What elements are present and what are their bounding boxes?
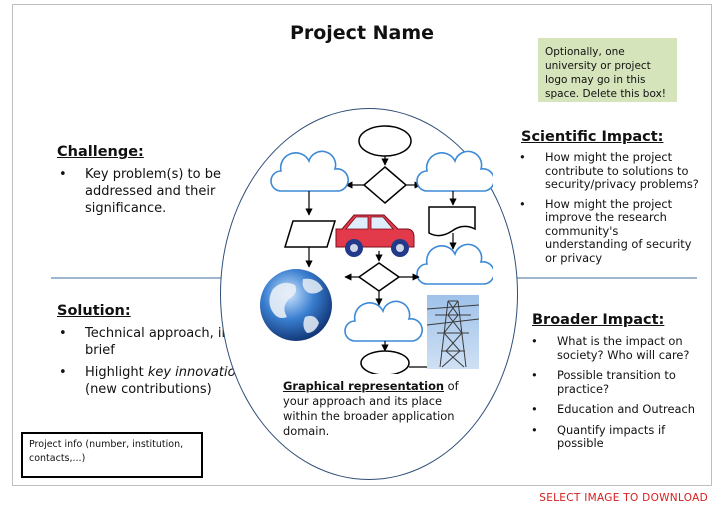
list-item: Technical approach, in brief — [59, 325, 259, 359]
project-info-box: Project info (number, institution, conta… — [21, 432, 203, 478]
solution-item-text: Highlight — [85, 365, 148, 380]
list-item: Possible transition to practice? — [531, 368, 703, 396]
globe-icon — [260, 269, 332, 341]
graphic-caption: Graphical representation of your approac… — [283, 379, 478, 439]
cloud-icon — [416, 150, 493, 192]
cloud-icon — [270, 150, 349, 192]
decision-diamond — [357, 262, 401, 292]
solution-heading: Solution: — [57, 303, 131, 319]
scientific-impact-heading: Scientific Impact: — [521, 129, 664, 145]
divider-left — [51, 277, 261, 279]
solution-item-emphasis: key innovations — [147, 365, 251, 380]
challenge-heading: Challenge: — [57, 144, 144, 160]
page-title: Project Name — [289, 22, 435, 44]
list-item: How might the project contribute to solu… — [519, 150, 699, 192]
list-item: Highlight key innovations (new contribut… — [59, 364, 259, 398]
power-tower-image — [426, 295, 480, 369]
data-parallelogram — [283, 220, 337, 248]
solution-item-text: (new contributions) — [85, 382, 212, 397]
challenge-list: Key problem(s) to be addressed and their… — [59, 166, 234, 217]
start-node — [358, 125, 412, 157]
caption-lead: Graphical representation — [283, 379, 444, 393]
list-item: Quantify impacts if possible — [531, 423, 703, 451]
decision-diamond — [362, 166, 408, 204]
document-shape — [428, 206, 476, 237]
select-image-download-link[interactable]: SELECT IMAGE TO DOWNLOAD — [539, 492, 708, 504]
cloud-icon — [416, 243, 493, 285]
solution-list: Technical approach, in brief Highlight k… — [59, 325, 259, 398]
car-icon — [335, 214, 415, 257]
end-node — [360, 350, 410, 374]
list-item: How might the project improve the resear… — [519, 197, 699, 266]
caption-rest: of your approach and its place within th… — [283, 379, 459, 438]
cloud-icon — [344, 300, 423, 342]
list-item: Education and Outreach — [531, 402, 703, 417]
approach-diagram — [260, 125, 493, 374]
poster-slide: Project Name Optionally, one university … — [12, 4, 712, 486]
divider-right — [513, 277, 697, 279]
broader-impact-list: What is the impact on society? Who will … — [531, 334, 703, 458]
list-item: Key problem(s) to be addressed and their… — [59, 166, 234, 217]
list-item: What is the impact on society? Who will … — [531, 334, 703, 362]
logo-placeholder-note: Optionally, one university or project lo… — [538, 38, 677, 102]
solution-item-text: Technical approach, in brief — [85, 326, 230, 358]
scientific-impact-list: How might the project contribute to solu… — [519, 150, 699, 272]
broader-impact-heading: Broader Impact: — [532, 312, 665, 328]
